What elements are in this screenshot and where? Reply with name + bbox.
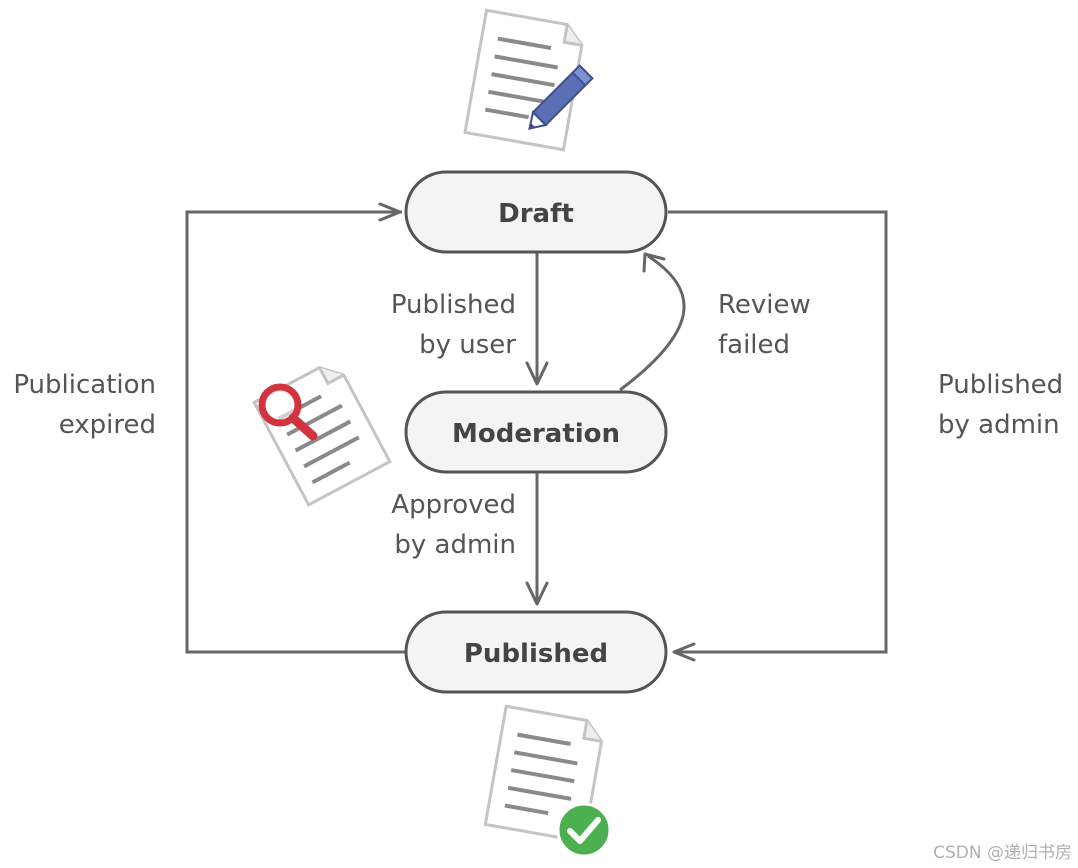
state-published: Published — [404, 610, 668, 694]
label-approved-by-admin: Approved by admin — [391, 490, 516, 560]
state-published-label: Published — [464, 639, 608, 669]
state-draft-label: Draft — [498, 199, 574, 229]
label-published-by-admin-line2: by admin — [938, 410, 1060, 440]
edge-draft-to-published — [668, 210, 888, 662]
edge-moderation-to-draft — [619, 252, 686, 392]
document-with-checkmark-icon — [483, 704, 612, 858]
label-publication-expired-line1: Publication — [13, 370, 156, 400]
watermark-text: CSDN @递归书房 — [933, 843, 1072, 863]
state-moderation-label: Moderation — [452, 419, 620, 449]
document-with-magnifier-icon — [252, 366, 392, 507]
label-review-failed-line1: Review — [718, 290, 811, 320]
label-published-by-user-line2: by user — [419, 330, 516, 360]
label-published-by-admin-line1: Published — [938, 370, 1063, 400]
document-with-pencil-icon — [463, 8, 594, 152]
label-publication-expired-line2: expired — [59, 410, 156, 440]
label-publication-expired: Publication expired — [13, 370, 156, 440]
label-approved-by-admin-line2: by admin — [394, 530, 516, 560]
edge-draft-to-moderation — [525, 252, 549, 386]
label-review-failed-line2: failed — [718, 330, 790, 360]
label-published-by-user: Published by user — [391, 290, 516, 360]
label-approved-by-admin-line1: Approved — [391, 490, 516, 520]
label-published-by-user-line1: Published — [391, 290, 516, 320]
edge-moderation-to-published — [525, 472, 549, 606]
label-review-failed: Review failed — [718, 290, 811, 360]
state-draft: Draft — [404, 170, 668, 254]
state-moderation: Moderation — [404, 390, 668, 474]
label-published-by-admin: Published by admin — [938, 370, 1063, 440]
edge-published-to-draft — [185, 202, 407, 654]
